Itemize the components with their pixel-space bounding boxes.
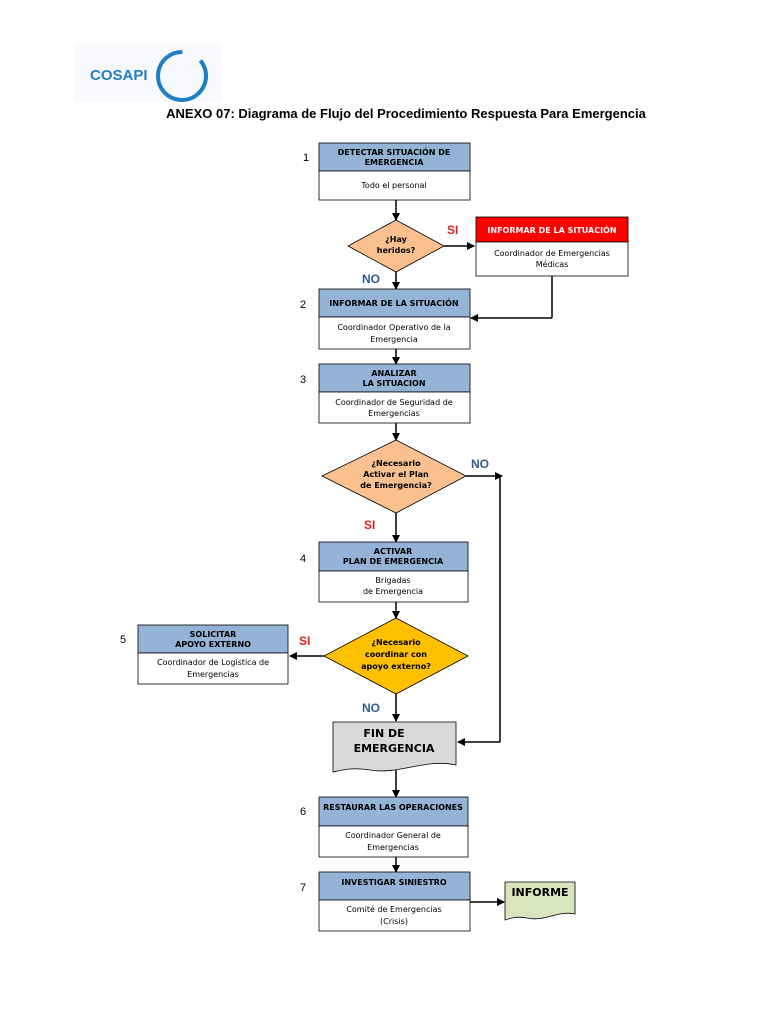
- decision-apoyo-externo: ¿Necesario coordinar con apoyo externo?: [323, 617, 469, 695]
- step-header-text: ANALIZAR: [371, 369, 416, 378]
- step-number: 7: [300, 882, 306, 894]
- step-header: [318, 142, 471, 172]
- step-header: [137, 624, 289, 654]
- document-text: INFORME: [511, 886, 568, 899]
- step-header-text: INVESTIGAR SINIESTRO: [341, 878, 446, 887]
- decision-text: ¿Necesario: [371, 459, 421, 468]
- step-solicitar-apoyo: 5 SOLICITAR APOYO EXTERNO Coordinador de…: [120, 624, 289, 685]
- step-investigar: 7 INVESTIGAR SINIESTRO Comité de Emergen…: [300, 871, 471, 932]
- logo-text: COSAPI: [90, 67, 148, 84]
- step-header: [318, 363, 471, 393]
- step-header-text: RESTAURAR LAS OPERACIONES: [323, 803, 463, 812]
- step-header-text: INFORMAR DE LA SITUACIÓN: [487, 224, 616, 235]
- step-body-text: Emergencia: [370, 335, 418, 344]
- step-header-text: APOYO EXTERNO: [175, 640, 251, 649]
- step-header-text: DETECTAR SITUACIÓN DE: [338, 146, 451, 157]
- step-body: [137, 652, 289, 685]
- step-body: [318, 899, 471, 932]
- document-text: FIN DE: [363, 727, 404, 740]
- step-body-text: Coordinador de Seguridad de: [335, 398, 452, 407]
- step-number: 6: [300, 806, 306, 818]
- step-detectar: 1 DETECTAR SITUACIÓN DE EMERGENCIA Todo …: [303, 142, 471, 201]
- step-body-text: Coordinador Operativo de la: [337, 323, 450, 332]
- decision-diamond: [323, 617, 469, 695]
- decision-text: ¿Necesario: [371, 638, 421, 647]
- step-body-text: (Crisis): [380, 917, 408, 926]
- step-body-text: Médicas: [536, 259, 569, 269]
- label-no: NO: [362, 701, 380, 715]
- step-body: [318, 825, 469, 858]
- step-body: [475, 241, 629, 277]
- step-analizar: 3 ANALIZAR LA SITUACION Coordinador de S…: [300, 363, 471, 424]
- step-body-text: Emergencias: [367, 843, 419, 852]
- page-title: ANEXO 07: Diagrama de Flujo del Procedim…: [166, 106, 646, 121]
- step-header-text: PLAN DE EMERGENCIA: [343, 557, 444, 566]
- cosapi-logo: COSAPI: [74, 44, 222, 102]
- label-si: SI: [447, 223, 458, 237]
- step-body-text: Comité de Emergencias: [346, 904, 441, 914]
- decision-activar-plan: ¿Necesario Activar el Plan de Emergencia…: [321, 439, 467, 514]
- step-informar-medicas: INFORMAR DE LA SITUACIÓN Coordinador de …: [475, 216, 629, 277]
- logo-ring-icon: [156, 50, 208, 102]
- step-header-text: SOLICITAR: [190, 630, 237, 639]
- decision-diamond: [321, 439, 467, 514]
- label-no: NO: [471, 457, 489, 471]
- step-header: [475, 216, 629, 243]
- document-fin-emergencia: FIN DE EMERGENCIA: [332, 721, 457, 773]
- step-informar: 2 INFORMAR DE LA SITUACIÓN Coordinador O…: [300, 288, 471, 350]
- decision-text: ¿Hay: [385, 235, 407, 244]
- step-number: 4: [300, 553, 306, 565]
- step-body-text: Todo el personal: [360, 181, 426, 190]
- step-number: 3: [300, 374, 306, 386]
- step-body: [318, 316, 471, 350]
- step-header: [318, 871, 471, 901]
- decision-text: apoyo externo?: [361, 662, 431, 671]
- document-shape: [332, 721, 457, 773]
- document-text: EMERGENCIA: [354, 742, 435, 755]
- step-header: [318, 541, 469, 572]
- label-si: SI: [299, 634, 310, 648]
- step-body: [318, 170, 471, 201]
- step-number: 1: [303, 152, 309, 164]
- step-activar-plan: 4 ACTIVAR PLAN DE EMERGENCIA Brigadas de…: [300, 541, 469, 603]
- document-informe: INFORME: [504, 881, 576, 921]
- step-header-text: INFORMAR DE LA SITUACIÓN: [329, 297, 458, 308]
- step-body-text: Coordinador General de: [345, 831, 441, 840]
- step-body-text: de Emergencia: [363, 587, 423, 596]
- decision-heridos: ¿Hay heridos?: [347, 219, 445, 273]
- decision-text: Activar el Plan: [363, 470, 429, 479]
- step-header-text: EMERGENCIA: [365, 158, 425, 167]
- step-body-text: Coordinador de Emergencias: [494, 249, 610, 258]
- step-body-text: Emergencias: [368, 409, 420, 418]
- step-body-text: Brigadas: [375, 576, 410, 585]
- connectors: [289, 200, 553, 906]
- step-number: 5: [120, 634, 126, 646]
- label-no: NO: [362, 272, 380, 286]
- step-header: [318, 288, 471, 318]
- step-number: 2: [300, 299, 306, 311]
- step-body-text: Coordinador de Logística de: [157, 658, 269, 667]
- step-restaurar: 6 RESTAURAR LAS OPERACIONES Coordinador …: [300, 796, 469, 858]
- step-body-text: Emergencias: [187, 670, 239, 679]
- decision-text: heridos?: [377, 246, 416, 255]
- decision-diamond: [347, 219, 445, 273]
- document-shape: [504, 881, 576, 921]
- decision-text: de Emergencia?: [360, 481, 432, 490]
- step-header-text: ACTIVAR: [374, 547, 413, 556]
- step-body: [318, 391, 471, 424]
- step-header-text: LA SITUACION: [362, 379, 425, 388]
- step-body: [318, 570, 469, 603]
- label-si: SI: [364, 518, 375, 532]
- decision-text: coordinar con: [365, 650, 427, 659]
